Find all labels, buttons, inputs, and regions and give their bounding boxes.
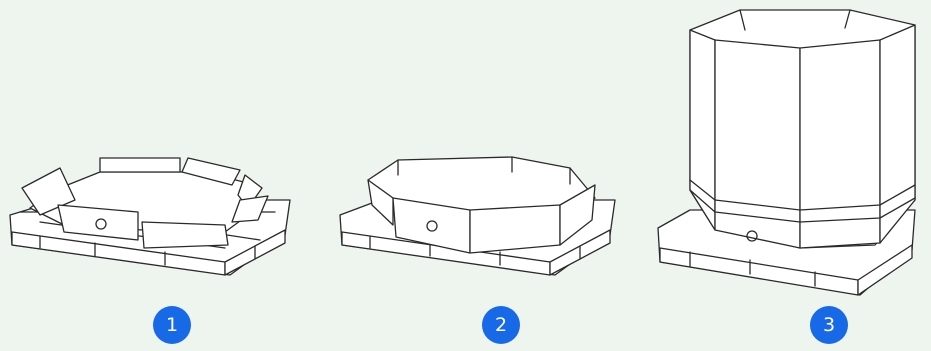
step-3-badge: 3 bbox=[810, 306, 848, 344]
step-2-base-tray bbox=[368, 157, 595, 253]
step-1-open-base bbox=[22, 158, 268, 248]
step-3-octagonal-sleeve bbox=[690, 10, 915, 248]
step-2-number: 2 bbox=[494, 314, 508, 336]
step-2-badge: 2 bbox=[482, 306, 520, 344]
step-1-number: 1 bbox=[165, 314, 179, 336]
step-3-number: 3 bbox=[822, 314, 836, 336]
step-1-badge: 1 bbox=[153, 306, 191, 344]
